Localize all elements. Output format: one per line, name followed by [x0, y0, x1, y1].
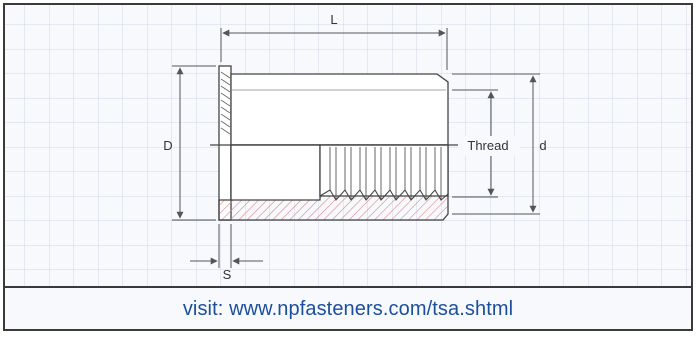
head-knurl	[220, 71, 231, 135]
label-body-diameter: d	[539, 138, 546, 153]
label-length: L	[330, 12, 337, 27]
dimension-lines	[172, 28, 540, 268]
thread-label-bg	[458, 136, 520, 156]
thread-lines	[329, 147, 442, 200]
thread-teeth	[319, 189, 449, 201]
label-head-thickness: S	[223, 267, 232, 282]
rivet-nut-body	[210, 65, 460, 221]
caption-bar: visit: www.npfasteners.com/tsa.shtml	[4, 288, 692, 330]
website-link[interactable]: visit: www.npfasteners.com/tsa.shtml	[182, 297, 514, 320]
label-thread: Thread	[467, 138, 508, 153]
label-head-diameter: D	[163, 138, 172, 153]
